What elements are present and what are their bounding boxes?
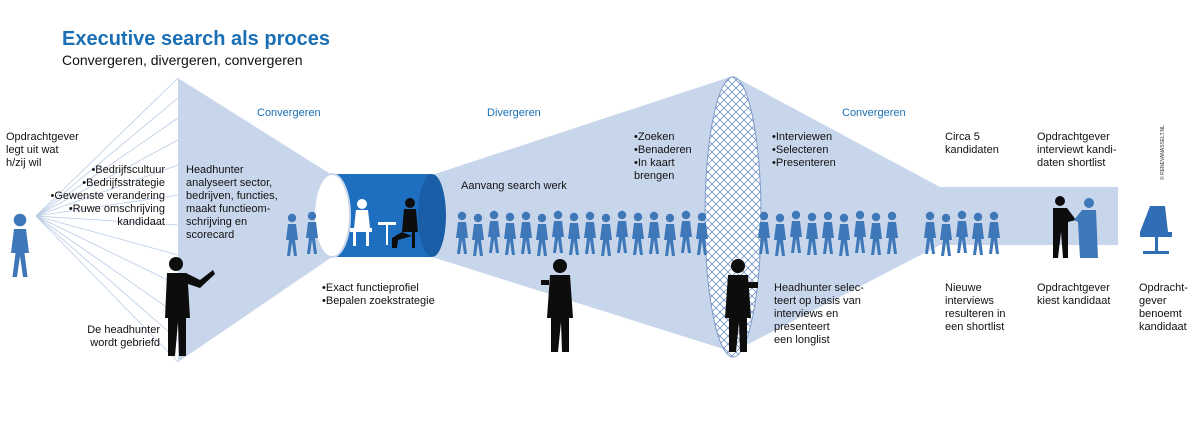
diagram-title: Executive search als proces bbox=[62, 28, 330, 50]
label-search-start: Aanvang search werk bbox=[461, 180, 567, 192]
label-client-explains: Opdrachtgever legt uit wat h/zij wil bbox=[6, 131, 79, 169]
funnel-converge-1 bbox=[178, 78, 332, 362]
label-interview-actions: •Interviewen •Selecteren •Presenteren bbox=[772, 131, 836, 169]
phase-label-converge-2: Convergeren bbox=[842, 107, 906, 119]
funnel-diverge bbox=[432, 76, 733, 352]
empty-chair-icon bbox=[1140, 206, 1172, 254]
profile-tube bbox=[313, 173, 446, 258]
label-search-actions: •Zoeken •Benaderen •In kaart brengen bbox=[634, 131, 692, 182]
headhunter-phone-icon bbox=[541, 259, 573, 352]
copyright-notice: © RENEVANASSELT.NL bbox=[1160, 125, 1166, 180]
label-client-interviews: Opdrachtgever interviewt kandi- daten sh… bbox=[1037, 131, 1117, 169]
diagram-subtitle: Convergeren, divergeren, convergeren bbox=[62, 52, 303, 68]
label-client-topics: •Bedrijfscultuur •Bedrijfsstrategie •Gew… bbox=[50, 164, 165, 228]
label-client-appoints: Opdracht- gever benoemt kandidaat bbox=[1139, 282, 1188, 333]
funnel-converge-2 bbox=[733, 76, 940, 352]
label-five-candidates: Circa 5 kandidaten bbox=[945, 131, 999, 156]
briefing-rays bbox=[35, 77, 179, 363]
desk-meeting-icon bbox=[350, 199, 396, 246]
phase-label-diverge: Divergeren bbox=[487, 107, 541, 119]
label-longlist: Headhunter selec- teert op basis van int… bbox=[774, 282, 864, 346]
label-client-chooses: Opdrachtgever kiest kandidaat bbox=[1037, 282, 1111, 307]
label-headhunter-briefed: De headhunter wordt gebriefd bbox=[87, 324, 160, 349]
headhunter-tablet-icon bbox=[725, 259, 758, 352]
label-headhunter-analyses: Headhunter analyseert sector, bedrijven,… bbox=[186, 164, 278, 241]
handshake-icon bbox=[1053, 196, 1098, 258]
phase-label-converge-1: Convergeren bbox=[257, 107, 321, 119]
headhunter-figure-icon bbox=[165, 257, 215, 356]
headhunter-seated-icon bbox=[392, 198, 418, 248]
label-profile: •Exact functieprofiel •Bepalen zoekstrat… bbox=[322, 282, 435, 307]
label-shortlist: Nieuwe interviews resulteren in een shor… bbox=[945, 282, 1006, 333]
